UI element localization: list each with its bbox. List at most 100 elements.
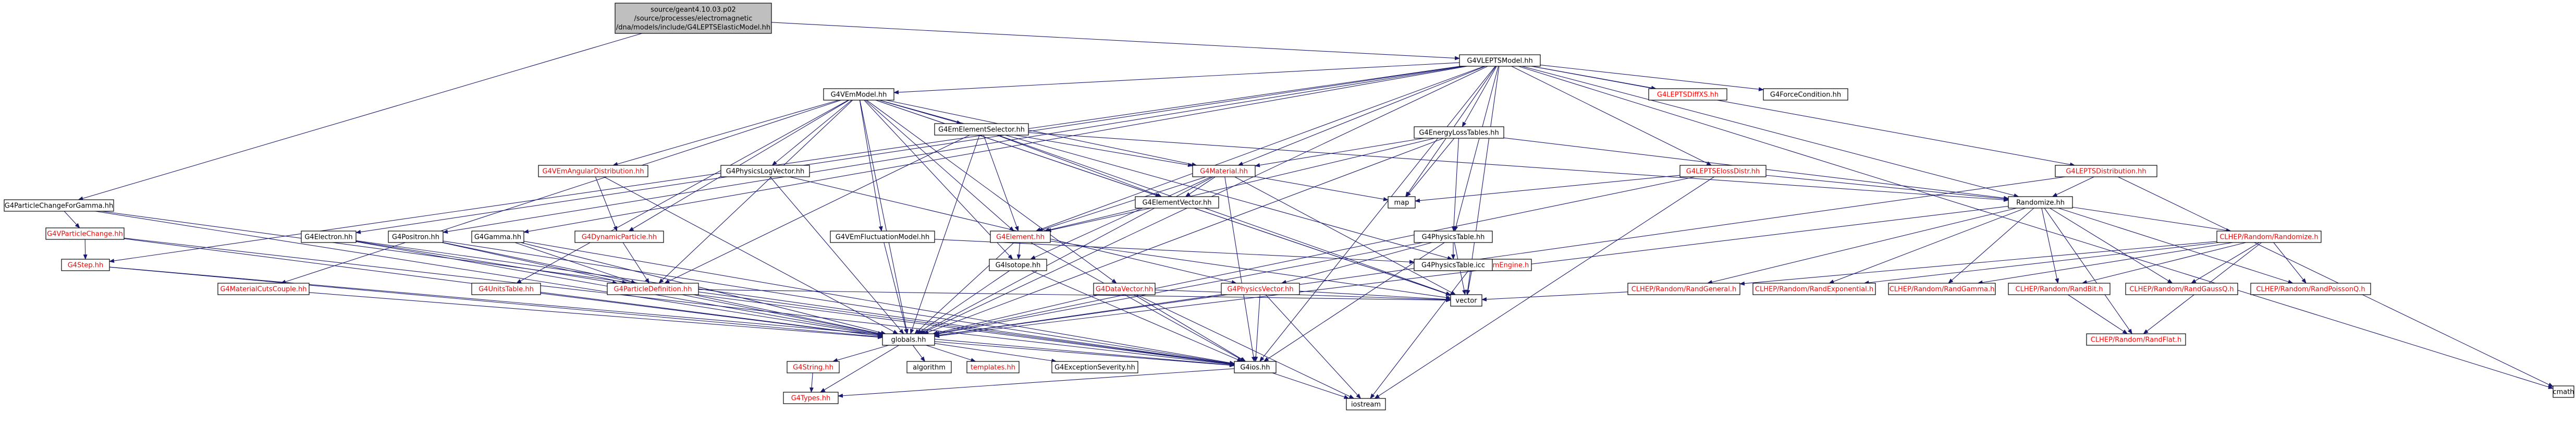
node-elossd[interactable]: G4LEPTSElossDistr.hh	[1679, 165, 1767, 177]
edge-clrandomize-to-randgam	[1977, 242, 2234, 285]
edge-dataset-to-iostream	[1136, 294, 1355, 399]
node-positron[interactable]: G4Positron.hh	[388, 231, 444, 243]
edge-vlm-to-distr	[1531, 66, 2076, 167]
node-box	[2250, 283, 2371, 295]
edge-randomize-to-randgen	[1707, 208, 2017, 284]
node-box	[1459, 54, 1541, 67]
node-distr[interactable]: G4LEPTSDistribution.hh	[2055, 165, 2157, 177]
edge-vlm-to-vector	[1465, 66, 1500, 295]
node-templates[interactable]: templates.hh	[966, 361, 1020, 373]
node-pcg[interactable]: G4ParticleChangeForGamma.hh	[4, 199, 114, 212]
node-vpc[interactable]: G4VParticleChange.hh	[45, 227, 125, 240]
node-units[interactable]: G4UnitsTable.hh	[471, 283, 541, 295]
node-physt[interactable]: G4PhysicsTable.hh	[1414, 231, 1493, 243]
edge-globals-to-excsev	[934, 343, 1057, 363]
node-box	[2216, 231, 2322, 243]
edge-dataset-to-vector	[1155, 289, 1451, 302]
node-algorithm[interactable]: algorithm	[906, 361, 952, 373]
node-label: G4VParticleChange.hh	[47, 231, 123, 238]
node-g4ios[interactable]: G4ios.hh	[1234, 361, 1277, 373]
edge-matcut-to-globals	[309, 292, 883, 340]
node-vang[interactable]: G4VEmAngularDistribution.hh	[538, 165, 648, 177]
node-step[interactable]: G4Step.hh	[61, 259, 110, 271]
edge-element-to-isotope	[1016, 242, 1021, 260]
node-randgam[interactable]: CLHEP/Random/RandGamma.h	[1888, 283, 1996, 295]
node-vfluct[interactable]: G4VEmFluctuationModel.hh	[830, 231, 935, 243]
node-globals[interactable]: globals.hh	[882, 333, 935, 346]
node-randpq[interactable]: CLHEP/Random/RandPoissonQ.h	[2250, 283, 2371, 295]
edge-root-to-vlm	[771, 22, 1460, 60]
node-forcecond[interactable]: G4ForceCondition.hh	[1763, 88, 1848, 101]
edge-partdef-to-vector	[698, 289, 1451, 302]
node-label: CLHEP/Random/RandPoissonQ.h	[2256, 286, 2365, 294]
node-root[interactable]: source/geant4.10.03.p02/source/processes…	[615, 3, 772, 34]
edge-randomize-to-randgq	[2050, 208, 2173, 284]
node-dynpart[interactable]: G4DynamicParticle.hh	[574, 231, 664, 243]
edge-randomize-to-randpq	[2058, 208, 2293, 284]
edge-elt-to-globals	[923, 138, 1444, 334]
node-map[interactable]: map	[1388, 196, 1416, 209]
node-label: G4Types.hh	[791, 395, 831, 403]
node-box	[4, 199, 114, 212]
node-cmath[interactable]: cmath	[2553, 385, 2574, 398]
node-emsel[interactable]: G4EmElementSelector.hh	[934, 123, 1029, 136]
node-physvec[interactable]: G4PhysicsVector.hh	[1221, 283, 1300, 295]
node-label: G4String.hh	[793, 364, 833, 372]
node-box	[2086, 333, 2186, 346]
node-matcut[interactable]: G4MaterialCutsCouple.hh	[217, 283, 310, 295]
edge-clrandomize-to-randgq	[2191, 242, 2260, 284]
node-clrandomize[interactable]: CLHEP/Random/Randomize.h	[2216, 231, 2322, 243]
edge-g4ios-to-g4types	[838, 368, 1235, 398]
edge-electron-to-partdef	[355, 240, 618, 285]
edge-material-to-elvec	[1185, 176, 1216, 197]
node-material[interactable]: G4Material.hh	[1192, 165, 1256, 177]
node-excsev[interactable]: G4ExceptionSeverity.hh	[1051, 361, 1138, 373]
node-box	[882, 333, 935, 346]
edge-vlm-to-electron	[355, 66, 1462, 234]
node-label: G4DataVector.hh	[1096, 286, 1153, 294]
node-label: G4LEPTSElossDistr.hh	[1686, 168, 1760, 176]
node-randomize[interactable]: Randomize.hh	[2008, 196, 2073, 209]
node-vector[interactable]: vector	[1450, 294, 1482, 307]
node-label: CLHEP/Random/RandGaussQ.h	[2129, 286, 2234, 294]
node-g4string[interactable]: G4String.hh	[787, 361, 840, 373]
node-label: iostream	[1351, 401, 1381, 409]
node-randgq[interactable]: CLHEP/Random/RandGaussQ.h	[2125, 283, 2238, 295]
edge-g4ios-to-iostream	[1272, 372, 1350, 399]
edge-distr-to-cmath	[2118, 176, 2554, 387]
edge-randgen-to-vector	[1481, 292, 1628, 301]
node-xs[interactable]: G4LEPTSDiffXS.hh	[1648, 88, 1727, 101]
node-randbit[interactable]: CLHEP/Random/RandBit.h	[2008, 283, 2111, 295]
node-element[interactable]: G4Element.hh	[990, 231, 1051, 243]
node-box	[1346, 398, 1386, 410]
node-vlm[interactable]: G4VLEPTSModel.hh	[1459, 54, 1541, 67]
edge-emsel-to-element	[983, 135, 1019, 232]
node-randexp[interactable]: CLHEP/Random/RandExponential.h	[1752, 283, 1876, 295]
node-randgen[interactable]: CLHEP/Random/RandGeneral.h	[1627, 283, 1740, 295]
node-label: /source/processes/electromagnetic	[634, 15, 753, 23]
edge-positron-to-partdef	[441, 242, 628, 284]
node-partdef[interactable]: G4ParticleDefinition.hh	[607, 283, 699, 295]
node-dataset[interactable]: G4DataVector.hh	[1093, 283, 1156, 295]
node-label: /dna/models/include/G4LEPTSElasticModel.…	[616, 24, 770, 32]
node-g4types[interactable]: G4Types.hh	[783, 392, 839, 404]
node-gamma[interactable]: G4Gamma.hh	[471, 231, 524, 243]
node-elt[interactable]: G4EnergyLossTables.hh	[1414, 126, 1504, 139]
node-electron[interactable]: G4Electron.hh	[301, 231, 357, 243]
node-box	[1051, 361, 1138, 373]
node-box	[45, 227, 125, 240]
node-label: G4Step.hh	[68, 262, 104, 270]
node-physlog[interactable]: G4PhysicsLogVector.hh	[720, 165, 810, 177]
node-randflat[interactable]: CLHEP/Random/RandFlat.h	[2086, 333, 2186, 346]
node-elvec[interactable]: G4ElementVector.hh	[1135, 196, 1219, 209]
node-box	[2008, 196, 2073, 209]
edge-partdef-to-globals	[682, 294, 883, 336]
edge-vlm-to-forcecond	[1540, 65, 1764, 92]
node-physticc[interactable]: G4PhysicsTable.icc	[1414, 259, 1493, 271]
node-box	[1627, 283, 1740, 295]
node-box	[471, 283, 541, 295]
node-isotope[interactable]: G4Isotope.hh	[989, 259, 1047, 271]
node-vem[interactable]: G4VEmModel.hh	[823, 88, 894, 101]
node-iostream[interactable]: iostream	[1346, 398, 1386, 410]
node-label: templates.hh	[971, 364, 1015, 372]
